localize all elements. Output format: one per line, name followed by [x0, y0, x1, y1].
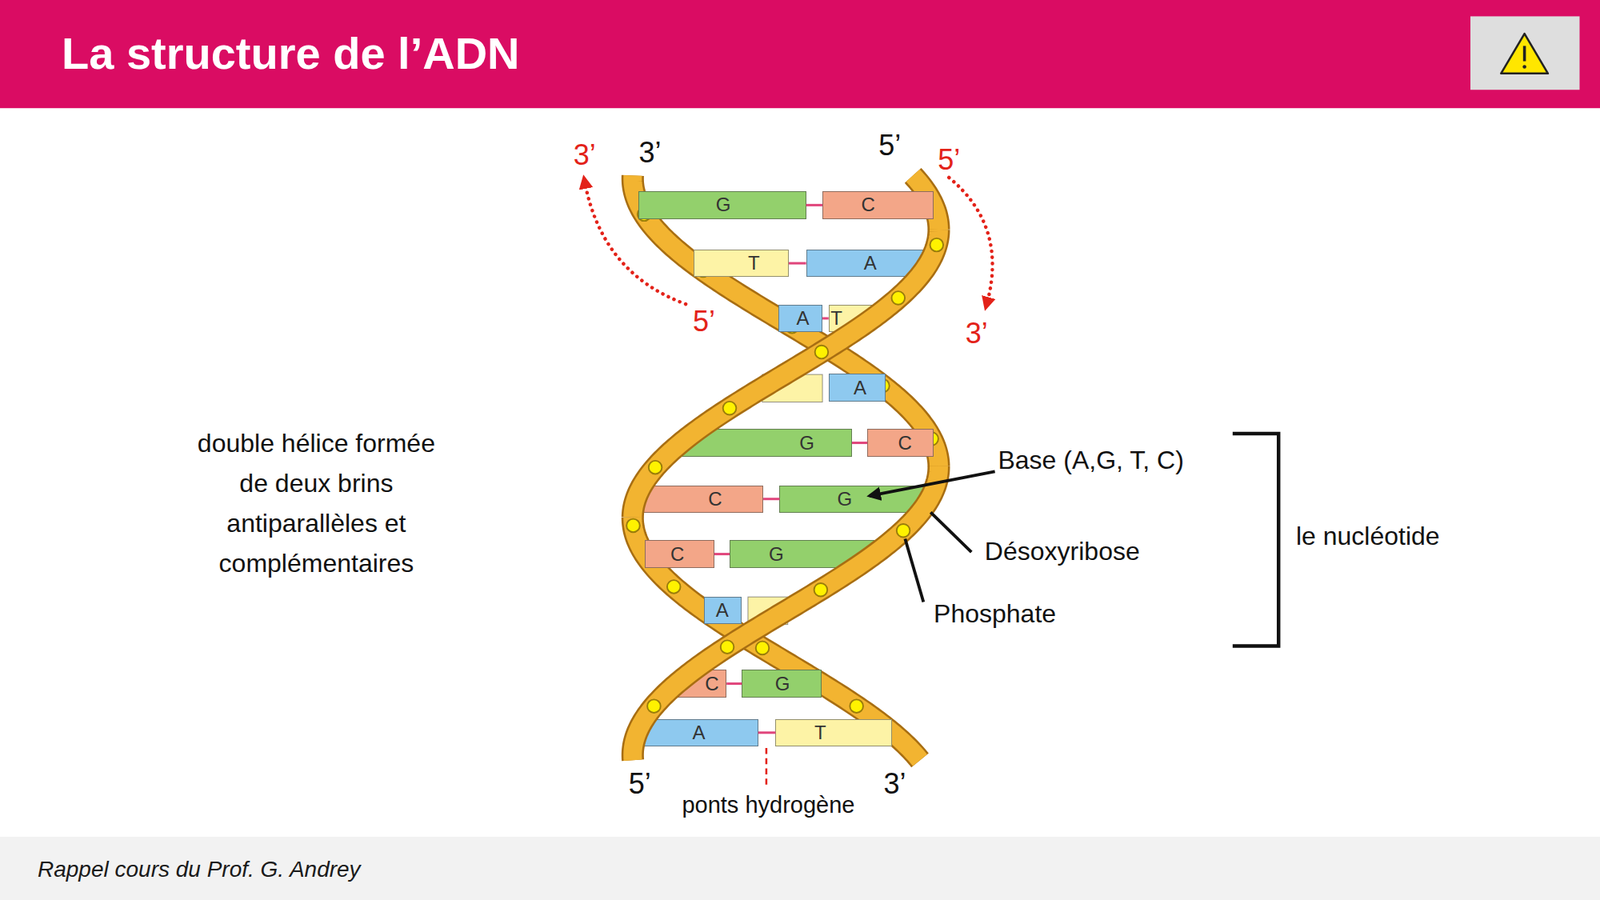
base-letter: T [814, 723, 827, 743]
nucleobase-box: A [778, 304, 823, 332]
base-letter: G [836, 489, 852, 509]
phosphate-dot [667, 580, 681, 594]
strand-outline [632, 175, 940, 467]
hydrogen-bond [806, 204, 823, 207]
base-letter: G [775, 674, 791, 694]
nucleobase-box: A [828, 373, 886, 401]
base-letter: C [897, 433, 912, 453]
leader-line [930, 512, 972, 552]
base-letter: C [670, 544, 684, 564]
hydrogen-bond [726, 682, 742, 685]
annotation-label: 5’ [628, 766, 652, 801]
hydrogen-bond [822, 316, 829, 320]
strand-outline [632, 229, 940, 518]
bracket [1232, 433, 1279, 646]
phosphate-dot [626, 519, 640, 533]
base-letter: A [692, 723, 705, 743]
nucleobase-box: A [704, 596, 742, 624]
back-strands [626, 175, 939, 760]
title-bar [0, 0, 1600, 108]
hydrogen-bond [763, 497, 780, 500]
warning-box [1470, 16, 1580, 90]
front-strands [632, 229, 944, 760]
nucleobase-box: G [638, 191, 806, 219]
phosphate-dot [930, 238, 944, 252]
annotation-label: 5’ [878, 128, 901, 164]
nucleobase-box: G [741, 669, 821, 697]
phosphate-dot [647, 699, 661, 713]
phosphate-dot [849, 699, 864, 713]
strand-outline [632, 466, 940, 760]
hydrogen-bond [788, 262, 807, 265]
base-letter: A [864, 253, 877, 273]
base-letter: T [830, 308, 843, 328]
phosphate-dot [648, 460, 663, 475]
annotation-label: 5’ [692, 304, 716, 339]
annotation-label: 3’ [573, 137, 596, 172]
base-letter: T [748, 253, 760, 273]
phosphate-dot [720, 640, 735, 654]
footer-caption: Rappel cours du Prof. G. Andrey [37, 856, 361, 883]
sugar-phosphate-strand [632, 466, 940, 760]
annotation-label: ponts hydrogène [681, 791, 855, 820]
phosphate-dot [896, 524, 911, 538]
base-letter: G [799, 433, 815, 453]
nucleobase-box: C [636, 485, 764, 513]
annotation-label: 3’ [965, 316, 988, 351]
annotation-label: 3’ [884, 766, 907, 801]
hydrogen-bond [758, 731, 776, 734]
annotation-label: Base (A,G, T, C) [997, 444, 1184, 476]
base-letter: G [768, 544, 784, 564]
direction-arrow [584, 181, 686, 304]
description-text: double hélice formée de deux brins antip… [184, 423, 448, 584]
annotation-label: le nucléotide [1296, 520, 1440, 551]
base-letter: A [853, 378, 867, 398]
phosphate-dot [814, 583, 828, 597]
slide-title: La structure de l’ADN [61, 27, 520, 80]
warning-mark [1523, 45, 1527, 61]
base-letter: C [708, 489, 722, 509]
hydrogen-bond [852, 441, 868, 444]
base-letter: G [716, 195, 732, 215]
leader-line [869, 471, 996, 496]
annotation-label: Phosphate [933, 597, 1056, 628]
nucleobase-box: C [644, 540, 715, 568]
leader-line [765, 748, 768, 788]
base-letter: A [716, 600, 729, 620]
annotation-label: 3’ [638, 136, 661, 171]
leader-line [904, 538, 924, 602]
warning-triangle [1500, 33, 1548, 74]
direction-arrow [948, 177, 992, 304]
base-letter: C [860, 195, 875, 215]
warning-dot [1522, 64, 1527, 69]
nucleobase-box: T [775, 719, 892, 747]
base-letter: A [796, 308, 810, 328]
annotation-label: 5’ [937, 143, 960, 178]
warning-icon [1470, 16, 1580, 90]
phosphate-dot [756, 641, 770, 656]
sugar-phosphate-strand [632, 175, 940, 467]
phosphate-dot [815, 345, 829, 360]
sugar-phosphate-strand [632, 229, 940, 518]
hydrogen-bond [714, 552, 730, 556]
nucleobase-box: C [867, 428, 934, 456]
phosphate-dot [723, 401, 737, 416]
phosphate-dot [891, 291, 905, 305]
base-letter: C [704, 674, 719, 694]
annotation-label: Désoxyribose [984, 536, 1140, 567]
nucleobase-box: T [693, 249, 789, 277]
footer-band [0, 836, 1600, 900]
nucleobase-box: C [822, 191, 934, 219]
